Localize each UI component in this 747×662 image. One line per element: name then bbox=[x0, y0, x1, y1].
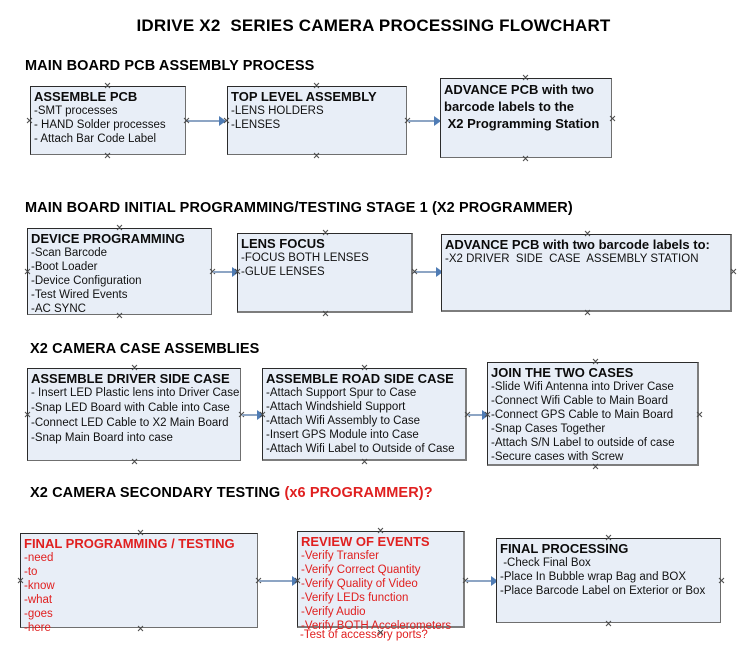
node-line: -Connect LED Cable to X2 Main Board bbox=[31, 417, 229, 429]
node-line: -Scan Barcode bbox=[31, 247, 108, 259]
node-line: -Boot Loader bbox=[31, 261, 98, 273]
section-title-x2-camera-secondary-testing: X2 CAMERA SECONDARY TESTING (x6 PROGRAMM… bbox=[30, 485, 433, 501]
node-title: DEVICE PROGRAMMING bbox=[31, 231, 185, 246]
section-title-text: X2 CAMERA SECONDARY TESTING bbox=[30, 485, 285, 501]
node-final-programming-testing[interactable]: FINAL PROGRAMMING / TESTING -need -to -k… bbox=[20, 533, 258, 634]
node-line: -Attach Support Spur to Case bbox=[266, 387, 417, 399]
node-line: -Check Final Box bbox=[500, 557, 591, 569]
node-line: -need bbox=[24, 552, 54, 564]
node-line: -Verify Correct Quantity bbox=[301, 564, 421, 576]
connector-line bbox=[242, 414, 262, 416]
node-final-processing[interactable]: FINAL PROCESSING -Check Final Box -Place… bbox=[496, 538, 721, 623]
node-line: -Device Configuration bbox=[31, 275, 142, 287]
node-overflow-line: -Test of accessory ports? bbox=[300, 629, 428, 641]
page-title: IDRIVE X2 SERIES CAMERA PROCESSING FLOWC… bbox=[136, 16, 611, 35]
node-line: -what bbox=[24, 594, 53, 606]
connector-line bbox=[408, 120, 439, 122]
node-line: -Attach Wifi Label to Outside of Case bbox=[266, 443, 455, 455]
node-line: -Place In Bubble wrap Bag and BOX bbox=[500, 571, 687, 583]
section-title-x2-camera-case-assemblies: X2 CAMERA CASE ASSEMBLIES bbox=[30, 341, 260, 357]
connector-arrowhead-icon bbox=[219, 116, 226, 126]
node-device-programming[interactable]: DEVICE PROGRAMMING -Scan Barcode -Boot L… bbox=[27, 228, 212, 315]
section-title-main-board-pcb-assembly: MAIN BOARD PCB ASSEMBLY PROCESS bbox=[25, 58, 315, 74]
node-line: -Test Wired Events bbox=[31, 289, 128, 301]
node-top-level-assembly[interactable]: TOP LEVEL ASSEMBLY -LENS HOLDERS -LENSES bbox=[227, 86, 407, 155]
node-line: -Snap LED Board with Cable into Case bbox=[31, 402, 230, 414]
node-line: -Verify LEDs function bbox=[301, 592, 409, 604]
node-line: -AC SYNC bbox=[31, 303, 86, 315]
section-title-accent: (x6 PROGRAMMER)? bbox=[284, 485, 433, 501]
connector-line bbox=[466, 580, 496, 582]
node-line: -Secure cases with Screw bbox=[491, 451, 624, 463]
connector-line bbox=[414, 271, 441, 273]
node-title: ADVANCE PCB with two barcode labels to t… bbox=[444, 82, 600, 131]
node-title: FINAL PROCESSING bbox=[500, 541, 629, 556]
connector-arrowhead-icon bbox=[482, 410, 489, 420]
node-line: -FOCUS BOTH LENSES bbox=[241, 252, 369, 264]
node-join-the-two-cases[interactable]: JOIN THE TWO CASES -Slide Wifi Antenna i… bbox=[487, 362, 699, 466]
node-line: - Attach Bar Code Label bbox=[34, 133, 157, 145]
node-line: -Attach Windshield Support bbox=[266, 401, 406, 413]
node-line: -Connect Wifi Cable to Main Board bbox=[491, 395, 669, 407]
node-line: -GLUE LENSES bbox=[241, 266, 325, 278]
node-line: -SMT processes bbox=[34, 105, 118, 117]
node-line: -to bbox=[24, 566, 38, 578]
connector-arrowhead-icon bbox=[257, 410, 264, 420]
connector-line bbox=[186, 120, 224, 122]
node-line: -LENS HOLDERS bbox=[231, 105, 324, 117]
node-line: -LENSES bbox=[231, 119, 281, 131]
node-line: -Attach Wifi Assembly to Case bbox=[266, 415, 421, 427]
node-lens-focus[interactable]: LENS FOCUS -FOCUS BOTH LENSES -GLUE LENS… bbox=[237, 233, 413, 313]
node-title: JOIN THE TWO CASES bbox=[491, 365, 634, 380]
node-line: -Verify BOTH Accelerometers bbox=[301, 620, 452, 632]
node-assemble-road-side-case[interactable]: ASSEMBLE ROAD SIDE CASE -Attach Support … bbox=[262, 368, 467, 461]
node-line: -Slide Wifi Antenna into Driver Case bbox=[491, 381, 674, 393]
node-line: -Place Barcode Label on Exterior or Box bbox=[500, 585, 706, 597]
node-line: -Insert GPS Module into Case bbox=[266, 429, 419, 441]
node-title: ASSEMBLE DRIVER SIDE CASE bbox=[31, 371, 230, 386]
node-line: -X2 DRIVER SIDE CASE ASSEMBLY STATION bbox=[445, 253, 699, 265]
node-line: -Verify Audio bbox=[301, 606, 366, 618]
node-line: -goes bbox=[24, 608, 53, 620]
node-line: -Attach S/N Label to outside of case bbox=[491, 437, 675, 449]
section-title-main-board-initial-programming: MAIN BOARD INITIAL PROGRAMMING/TESTING S… bbox=[25, 200, 573, 216]
node-line: -Verify Quality of Video bbox=[301, 578, 418, 590]
node-assemble-pcb[interactable]: ASSEMBLE PCB -SMT processes - HAND Solde… bbox=[30, 86, 186, 155]
node-line: - Insert LED Plastic lens into Driver Ca… bbox=[31, 387, 240, 399]
node-advance-pcb-programming-station[interactable]: ADVANCE PCB with two barcode labels to t… bbox=[440, 78, 612, 158]
connector-arrowhead-icon bbox=[434, 116, 441, 126]
node-title: ADVANCE PCB with two barcode labels to: bbox=[445, 237, 710, 252]
node-line: -here bbox=[24, 622, 51, 634]
node-line: -Snap Main Board into case bbox=[31, 432, 173, 444]
connector-line bbox=[259, 580, 297, 582]
node-line: -Snap Cases Together bbox=[491, 423, 606, 435]
node-title: LENS FOCUS bbox=[241, 236, 325, 251]
connector-arrowhead-icon bbox=[232, 267, 239, 277]
connector-line bbox=[213, 271, 237, 273]
node-title: REVIEW OF EVENTS bbox=[301, 534, 430, 549]
node-title: TOP LEVEL ASSEMBLY bbox=[231, 89, 377, 104]
node-assemble-driver-side-case[interactable]: ASSEMBLE DRIVER SIDE CASE - Insert LED P… bbox=[27, 368, 241, 461]
connector-arrowhead-icon bbox=[436, 267, 443, 277]
node-advance-pcb-driver-side-case[interactable]: ADVANCE PCB with two barcode labels to: … bbox=[441, 234, 732, 312]
node-title: FINAL PROGRAMMING / TESTING bbox=[24, 536, 235, 551]
node-line: -Verify Transfer bbox=[301, 550, 379, 562]
node-title: ASSEMBLE ROAD SIDE CASE bbox=[266, 371, 454, 386]
connector-line bbox=[468, 414, 487, 416]
node-line: - HAND Solder processes bbox=[34, 119, 166, 131]
connector-arrowhead-icon bbox=[491, 576, 498, 586]
node-title: ASSEMBLE PCB bbox=[34, 89, 138, 104]
connector-arrowhead-icon bbox=[292, 576, 299, 586]
node-review-of-events[interactable]: REVIEW OF EVENTS -Verify Transfer -Verif… bbox=[297, 531, 465, 632]
node-line: -Connect GPS Cable to Main Board bbox=[491, 409, 674, 421]
node-line: -know bbox=[24, 580, 55, 592]
